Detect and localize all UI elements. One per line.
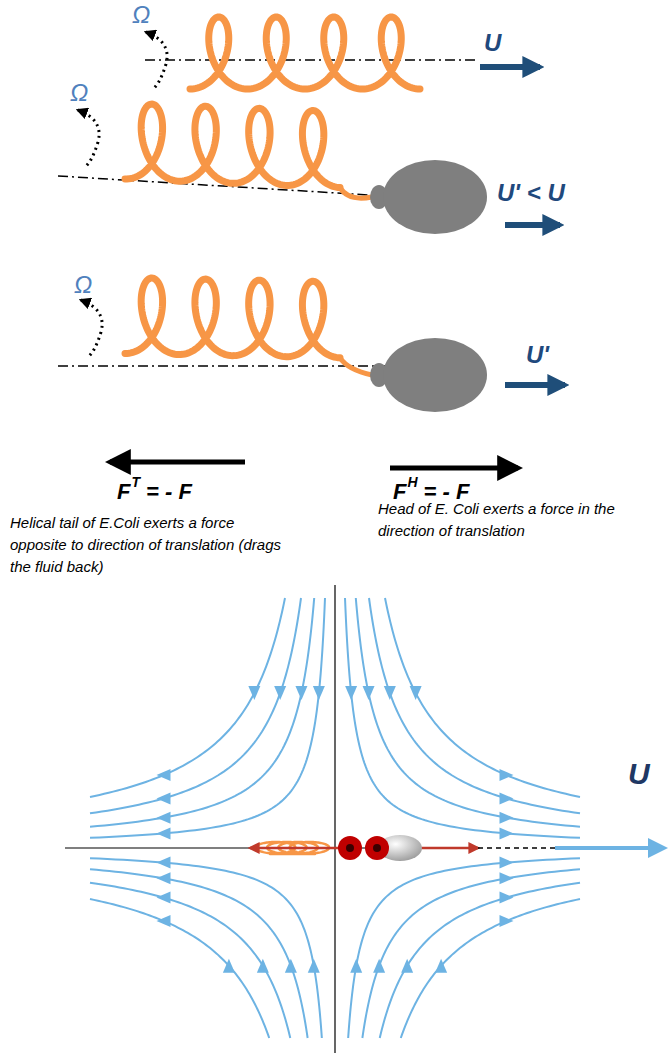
velocity-label: U (484, 30, 501, 55)
flow-arrowhead (350, 959, 362, 973)
omega-symbol: Ω (74, 272, 92, 297)
flow-arrowhead (223, 959, 235, 973)
velocity-label: U (628, 758, 650, 790)
omega-symbol: Ω (70, 80, 88, 105)
flow-arrowhead (157, 827, 171, 839)
rotation-axis (145, 59, 475, 61)
flow-arrowhead (500, 857, 514, 869)
flagellum-hook (340, 188, 372, 199)
caption-note: Head of E. Coli exerts a force in the di… (378, 498, 668, 542)
cell-head (383, 160, 487, 234)
velocity-arrow (555, 846, 664, 850)
velocity-label: U' < U (497, 180, 565, 205)
force-label: F (117, 480, 130, 503)
axis-line (334, 585, 335, 1053)
force-label: = - F (424, 480, 470, 503)
flow-arrowhead (500, 892, 514, 904)
flow-arrowhead (257, 959, 269, 973)
caption-note: Helical tail of E.Coli exerts a force op… (10, 512, 292, 577)
streamline (90, 598, 314, 827)
point-force-center (373, 844, 381, 852)
point-force-center (346, 844, 354, 852)
flow-arrowhead (157, 769, 171, 781)
streamline (401, 899, 580, 1038)
flow-arrowhead (157, 857, 171, 869)
force-arrow (390, 466, 518, 471)
streamline (90, 598, 285, 797)
force-label: F (393, 480, 406, 503)
flow-arrowhead (313, 686, 325, 700)
velocity-arrow (505, 382, 565, 388)
helical-tail (125, 104, 340, 188)
flow-arrowhead (363, 686, 375, 700)
flow-arrowhead (373, 959, 385, 973)
flow-arrowhead (410, 686, 422, 700)
flow-arrowhead (157, 915, 171, 927)
flow-arrowhead (157, 872, 171, 884)
streamline (90, 858, 322, 1038)
flow-arrowhead (435, 959, 447, 973)
streamline (90, 869, 308, 1038)
point-force (365, 836, 389, 860)
flow-arrowhead (500, 915, 514, 927)
rotation-arrow (78, 110, 99, 168)
flow-arrowhead (500, 872, 514, 884)
velocity-label: U' (526, 342, 549, 367)
flow-arrowhead (274, 686, 286, 700)
streamline (385, 598, 580, 797)
streamline (90, 899, 269, 1038)
force-superscript: H (407, 475, 417, 490)
streamline (369, 598, 580, 813)
streamline (348, 858, 580, 1038)
force-arrow (250, 847, 340, 850)
flagellum-hook (340, 358, 372, 375)
streamline (345, 598, 580, 838)
streamline (362, 869, 580, 1038)
rotation-arrow (146, 32, 167, 90)
flow-arrowhead (295, 686, 307, 700)
streamline (380, 883, 580, 1038)
force-arrow (110, 460, 245, 465)
helical-tail (190, 17, 420, 89)
flow-arrowhead (285, 959, 297, 973)
velocity-arrow (505, 222, 560, 228)
force-superscript: T (131, 475, 140, 490)
flow-arrowhead (157, 792, 171, 804)
flow-arrowhead (500, 827, 514, 839)
flow-arrowhead (345, 686, 357, 700)
streamline (90, 883, 290, 1038)
dashed-line (478, 847, 555, 849)
flow-arrowhead (500, 769, 514, 781)
flow-arrowhead (248, 686, 260, 700)
rotation-arrow (81, 300, 102, 358)
flow-arrowhead (500, 792, 514, 804)
flow-arrowhead (157, 812, 171, 824)
flow-arrowhead (401, 959, 413, 973)
point-force (338, 836, 362, 860)
streamline (90, 598, 301, 813)
flow-arrowhead (308, 959, 320, 973)
flow-arrowhead (157, 892, 171, 904)
flow-arrowhead (384, 686, 396, 700)
omega-symbol: Ω (132, 2, 150, 27)
force-label: = - F (146, 480, 192, 503)
cell-head (383, 338, 487, 412)
velocity-arrow (480, 64, 540, 70)
streamline (356, 598, 580, 827)
helical-tail (125, 278, 340, 358)
streamline (90, 598, 325, 838)
flow-arrowhead (500, 812, 514, 824)
